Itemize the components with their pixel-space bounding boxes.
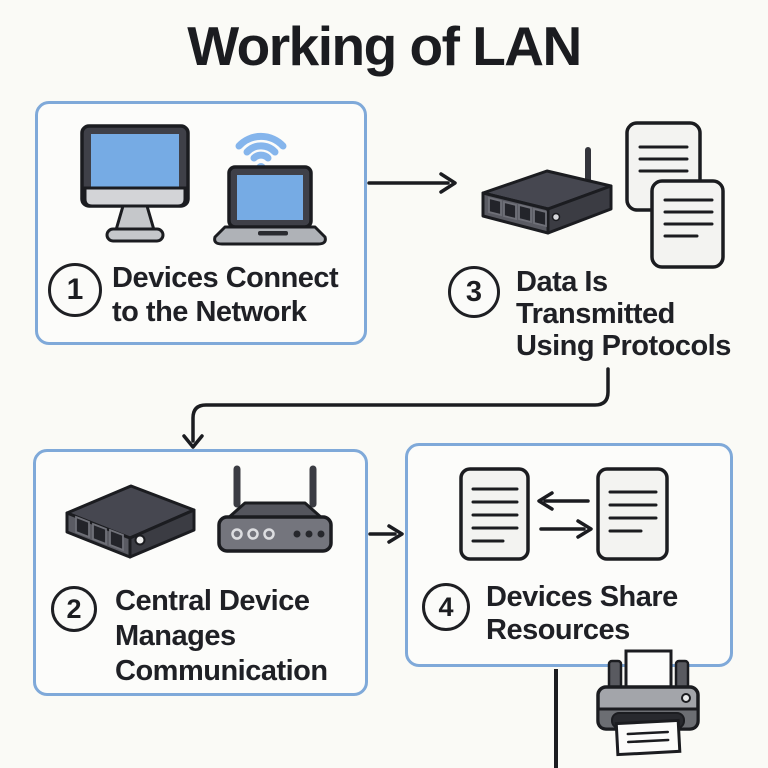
step-4-number-badge: 4 (422, 583, 470, 631)
step-4-label: Devices Share Resources (486, 581, 678, 646)
network-device-antenna-icon (481, 147, 613, 235)
step-1-label: Devices Connect to the Network (112, 262, 339, 328)
step-3-number-badge: 3 (448, 266, 500, 318)
step-3-label: Data Is Transmitted Using Protocols (516, 266, 731, 362)
page-title: Working of LAN (187, 15, 582, 77)
step-2-number-badge: 2 (51, 586, 97, 632)
connector-step3-to-step2 (182, 367, 610, 449)
arrow-step1-to-step3 (367, 172, 457, 194)
data-documents-icon (625, 121, 725, 269)
step-2-label: Central Device Manages Communication (115, 585, 328, 687)
step-1-number-badge: 1 (48, 263, 102, 317)
arrow-step2-to-step4 (368, 524, 404, 544)
